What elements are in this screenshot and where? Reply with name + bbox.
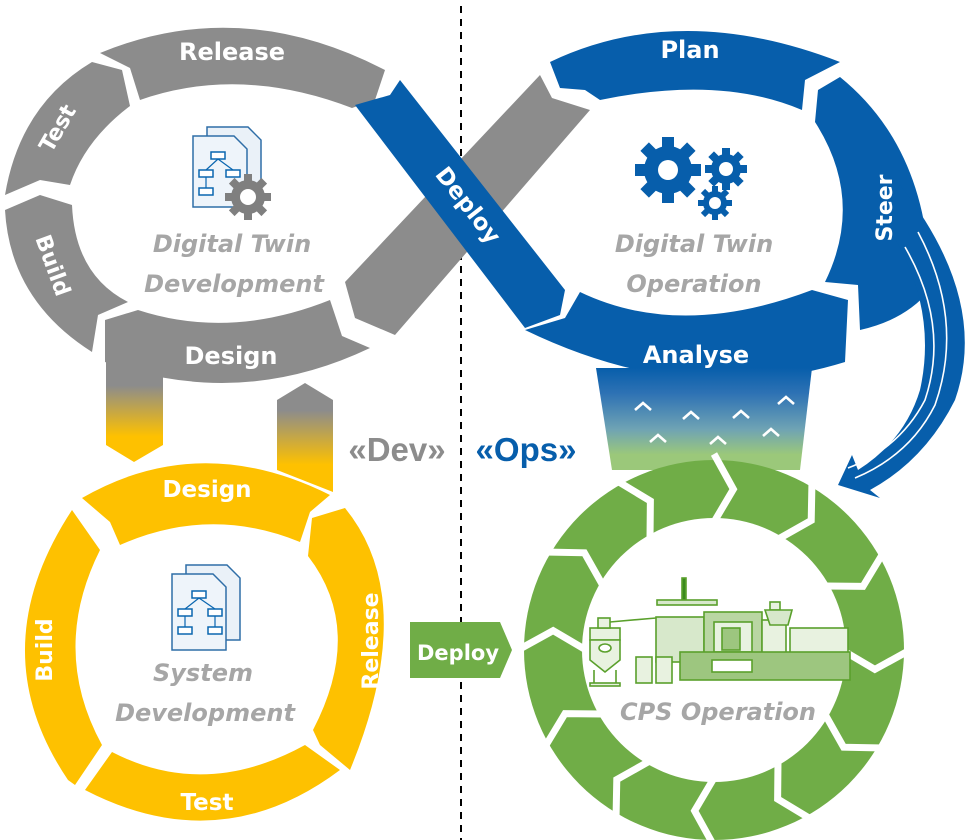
dt-development-cycle [5, 27, 590, 383]
up-chevron-icon [777, 395, 795, 405]
up-chevron-icon [732, 409, 750, 419]
dt-op-segment-analyse[interactable] [525, 290, 848, 380]
diagram-documents-icon [171, 564, 241, 651]
cps-chevron-separator [541, 710, 604, 750]
sys-segment-build[interactable] [24, 510, 102, 785]
dt-dev-segment-build[interactable] [5, 195, 128, 352]
sys-release-label: Release [359, 592, 384, 689]
cps-chevron-separator [821, 712, 884, 752]
dt-op-plan-label: Plan [660, 36, 719, 64]
system-development-title-line2: Development [115, 699, 296, 727]
dt-dev-release-label: Release [179, 38, 285, 66]
sys-segment-test[interactable] [85, 745, 340, 821]
dt-design-to-system-arrow [106, 360, 163, 462]
dev-label: «Dev» [348, 431, 445, 468]
cps-chevron-separator [612, 757, 652, 820]
diagram-documents-gear-icon [192, 126, 271, 220]
dt-op-segment-steer[interactable] [815, 77, 930, 330]
sys-build-label: Build [33, 618, 58, 681]
dt-op-steer-label: Steer [873, 174, 898, 241]
system-deploy-arrow[interactable]: Deploy [410, 622, 512, 678]
cps-chevron-separator [544, 548, 607, 588]
dt-dev-segment-test[interactable] [5, 62, 130, 195]
sys-test-label: Test [181, 790, 234, 816]
steer-arrow-line-1 [854, 231, 948, 479]
sys-segment-release[interactable] [308, 508, 384, 770]
dt-dev-design-label: Design [185, 342, 278, 370]
system-development-cycle [24, 463, 384, 821]
cps-chevron-separator [824, 550, 887, 590]
cps-chevron-separator [776, 480, 816, 543]
cps-chevron-cuts [516, 452, 912, 840]
analyse-to-cps-funnel [596, 368, 812, 470]
up-chevron-icon [762, 427, 780, 437]
cps-chevron-separator [614, 477, 654, 540]
sys-design-label: Design [162, 477, 251, 503]
cps-chevron-separator [840, 646, 912, 674]
dt-development-title-line1: Digital Twin [153, 230, 311, 258]
dt-development-title-line2: Development [144, 270, 325, 298]
dt-dev-segment-design[interactable] [105, 300, 370, 383]
dt-op-segment-plan[interactable] [550, 31, 840, 110]
up-chevron-icon [682, 410, 700, 420]
funnel-chevrons [634, 395, 795, 445]
gears-icon [635, 137, 747, 220]
deploy-crossover-arrow[interactable] [355, 80, 565, 328]
cps-chevron-separator [690, 776, 718, 840]
cps-chevron-separator [516, 626, 588, 654]
dt-operation-labels: Plan Steer Analyse [643, 36, 898, 369]
steer-arrow-line-2 [847, 246, 935, 469]
up-chevron-icon [709, 435, 727, 445]
system-to-dt-design-arrow [277, 383, 333, 492]
system-deploy-label: Deploy [417, 641, 499, 665]
injection-molding-machine-icon [589, 577, 851, 687]
cps-chevron-separator [774, 760, 814, 823]
system-development-labels: Design Release Test Build [33, 477, 384, 816]
dt-operation-title-line2: Operation [626, 270, 761, 298]
dt-operation-title-line1: Digital Twin [615, 230, 773, 258]
ops-label: «Ops» [476, 431, 577, 468]
up-chevron-icon [649, 433, 667, 443]
system-development-title-line1: System [153, 659, 253, 687]
cps-operation-title: CPS Operation [620, 698, 816, 726]
sys-segment-design[interactable] [82, 463, 330, 545]
up-chevron-icon [634, 401, 652, 411]
cps-chevron-separator [710, 452, 738, 524]
dt-op-analyse-label: Analyse [643, 341, 749, 369]
dt-dev-segment-release[interactable] [100, 27, 385, 109]
